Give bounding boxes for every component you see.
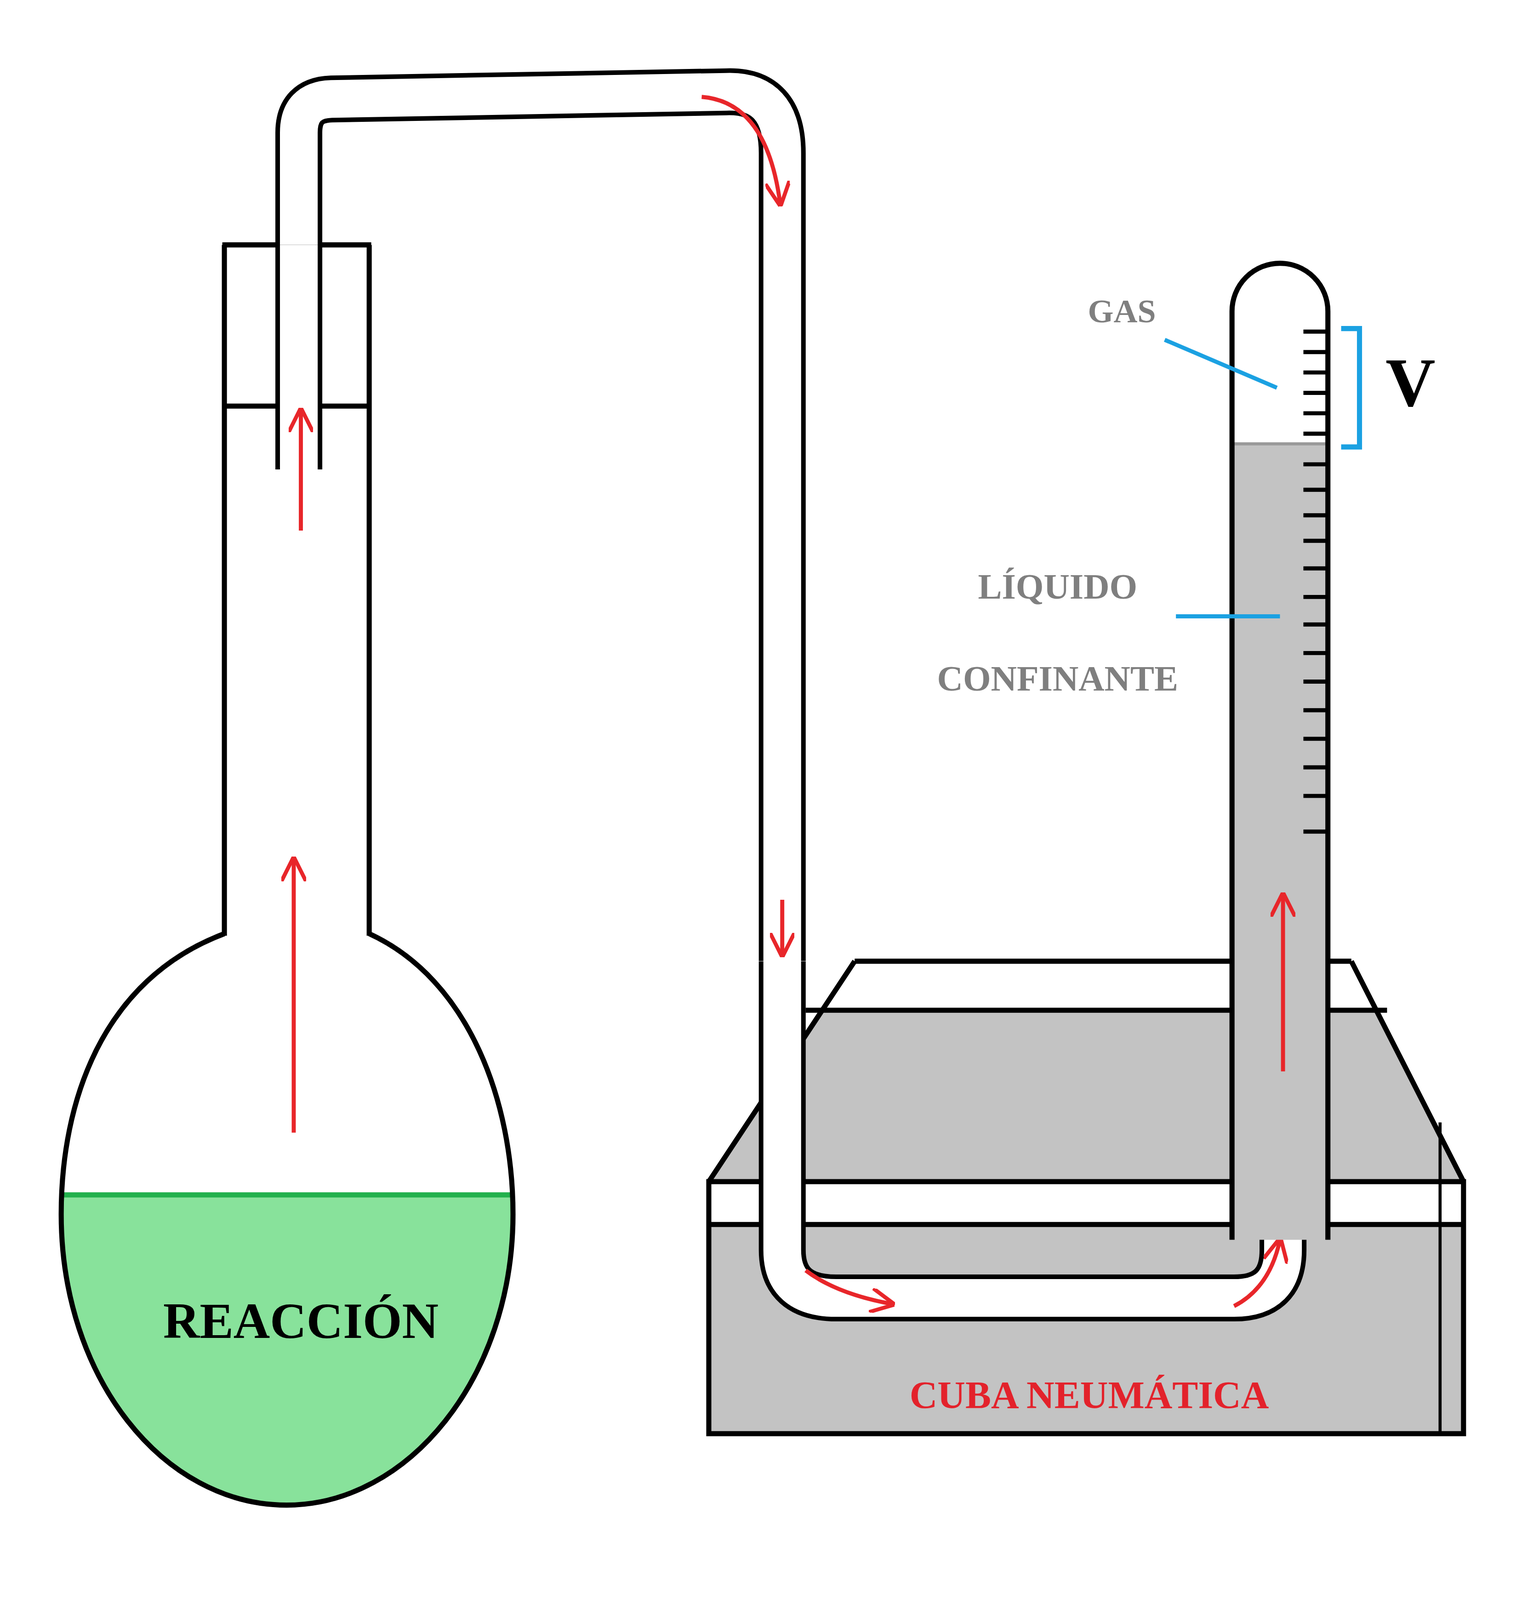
trough-side [1351, 961, 1464, 1182]
flow-arrow [1281, 894, 1286, 1072]
volume-bracket [1341, 328, 1360, 447]
confining-liquid [1231, 443, 1329, 1240]
trough-label: CUBA NEUMÁTICA [909, 1373, 1270, 1417]
delivery-tube [782, 961, 1283, 1298]
trough-edge [1438, 1122, 1442, 1434]
flow-arrow [291, 859, 297, 1133]
graduated-cylinder [1231, 263, 1329, 1240]
flow-arrow [1234, 1239, 1281, 1306]
delivery-tube [782, 958, 1283, 1298]
leader-line [1164, 339, 1277, 388]
graduation-ticks [1303, 331, 1328, 832]
flask-bulb [61, 933, 513, 1505]
flask [61, 242, 513, 1505]
leader-line [1175, 614, 1280, 619]
volume-label: V [1385, 347, 1436, 417]
cylinder-wall [1231, 263, 1329, 1240]
gas-label: GAS [1088, 294, 1157, 328]
flask-node: REACCIÓN [61, 244, 513, 1505]
flask-neck [366, 245, 372, 936]
tube-wall [298, 91, 783, 961]
flask-neck [222, 245, 228, 936]
reaction-label: REACCIÓN [163, 1293, 439, 1349]
flow-arrow [805, 1270, 893, 1304]
liquid-label: LÍQUIDO CONFINANTE [910, 540, 1205, 725]
edge-arrowhead [780, 899, 785, 955]
trough-water [708, 1224, 1464, 1434]
reaction-liquid [61, 1193, 513, 1505]
delivery-tube-connector [298, 91, 783, 961]
trough-front [708, 1221, 1464, 1227]
flow-arrow [701, 96, 781, 205]
trough-node: CUBA NEUMÁTICA [708, 960, 1464, 1433]
liquid-surface [63, 1191, 512, 1197]
flow-arrow [298, 410, 303, 531]
trough-water [708, 1009, 1464, 1182]
tube-bore [298, 91, 783, 961]
pneumatic-trough [708, 961, 1464, 1434]
liquid-level [1231, 442, 1329, 446]
